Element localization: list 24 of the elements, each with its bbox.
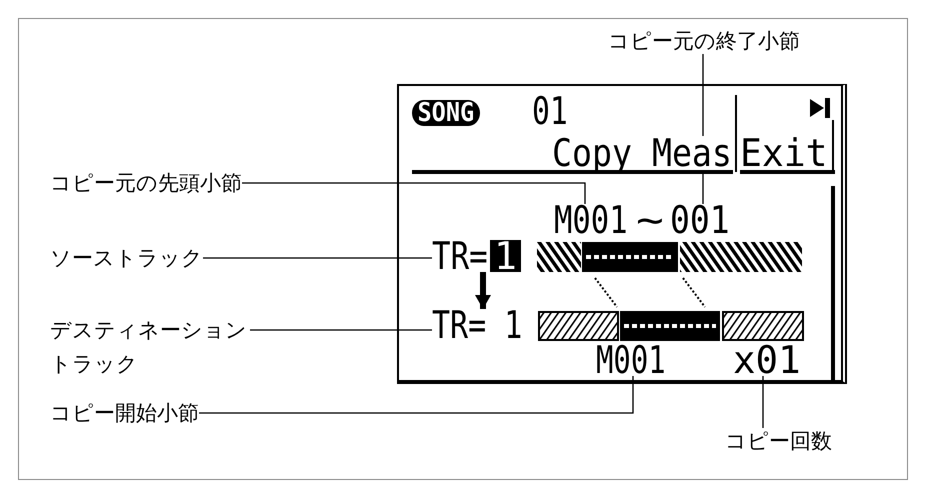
callout-label: コピー開始小節	[50, 400, 199, 426]
copy-count: x01	[733, 344, 801, 376]
track-label: TR=	[432, 240, 488, 272]
mode-badge: SONG	[412, 100, 480, 126]
leader-line	[203, 257, 432, 259]
callout-label: コピー元の先頭小節	[50, 170, 242, 196]
leader-line	[250, 329, 432, 331]
range-tilde: ~	[636, 206, 664, 234]
leader-line	[762, 376, 764, 428]
measure-number: 001	[670, 204, 730, 236]
leader-line	[199, 376, 634, 414]
exit-menu-item: Exit	[740, 136, 828, 170]
screen-title: Copy Meas	[552, 136, 732, 170]
measure-number: M001	[554, 204, 628, 236]
callout-label: コピー回数	[725, 428, 832, 454]
track-label: TR= 1	[432, 309, 522, 341]
arrow	[475, 272, 491, 309]
callout-label: デスティネーショントラック	[50, 313, 250, 381]
callout-label: ソーストラック	[50, 245, 203, 271]
measure-number: M001	[596, 344, 666, 376]
leader-line	[242, 182, 586, 204]
callout-label: コピー元の終了小節	[608, 28, 800, 54]
song-number: 01	[532, 96, 568, 126]
track-number: 1	[490, 240, 521, 272]
